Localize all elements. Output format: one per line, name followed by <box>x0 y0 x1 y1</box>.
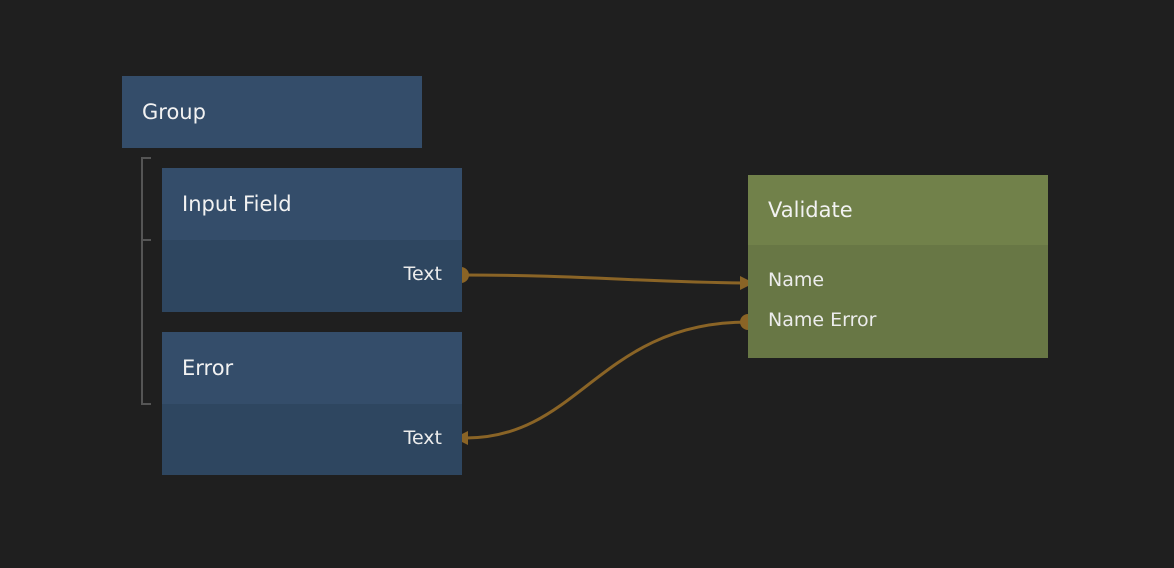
input-field-text-port-label[interactable]: Text <box>403 263 442 285</box>
group-node-title: Group <box>142 100 206 124</box>
validate-node-header[interactable]: Validate <box>748 175 1048 245</box>
input-field-node-ports: Text <box>162 240 462 312</box>
validate-node-ports: Name Name Error <box>748 245 1048 358</box>
group-node-header[interactable]: Group <box>122 76 422 148</box>
validate-node[interactable]: Validate Name Name Error <box>748 175 1048 358</box>
validate-name-error-port-label[interactable]: Name Error <box>768 309 877 331</box>
error-node-title: Error <box>182 356 234 380</box>
error-node-ports: Text <box>162 404 462 475</box>
error-text-port-label[interactable]: Text <box>403 427 442 449</box>
input-field-node[interactable]: Input Field Text <box>162 168 462 312</box>
error-node-header[interactable]: Error <box>162 332 462 404</box>
input-field-node-title: Input Field <box>182 192 292 216</box>
input-field-node-header[interactable]: Input Field <box>162 168 462 240</box>
arrowhead-name-port <box>740 276 754 290</box>
hierarchy-bracket <box>141 157 151 405</box>
connection-text-to-name[interactable] <box>460 273 745 285</box>
connection-name-error-to-text[interactable] <box>465 320 749 440</box>
validate-node-title: Validate <box>768 198 853 222</box>
error-node[interactable]: Error Text <box>162 332 462 475</box>
validate-name-port-label[interactable]: Name <box>768 269 825 291</box>
group-node[interactable]: Group <box>122 76 422 148</box>
